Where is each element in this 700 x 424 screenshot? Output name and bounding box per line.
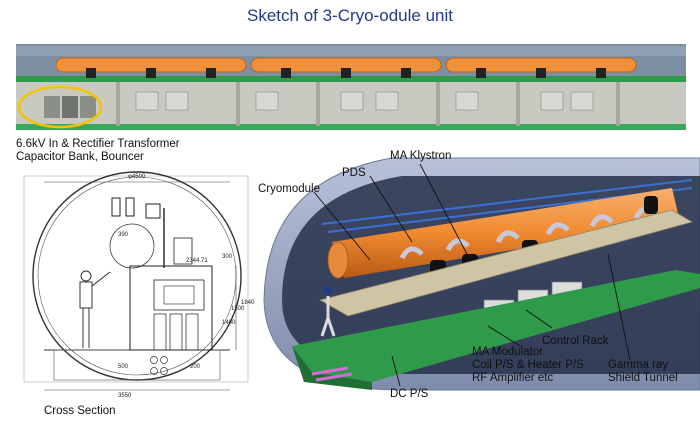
dim-200: 200 — [190, 364, 201, 370]
cryomodule-label: Cryomodule — [258, 183, 320, 195]
tunnel-3d-cutaway — [263, 157, 700, 391]
tunnel-cross-section — [23, 171, 249, 391]
pds-label: PDS — [342, 167, 366, 179]
rf-amplifier-label: RF Amplifier etc — [472, 372, 554, 384]
person-3d — [320, 286, 336, 337]
dim-h1: 1400 — [222, 320, 236, 326]
transformer-highlight-ellipse — [17, 85, 103, 129]
dim-width: 3550 — [118, 393, 132, 399]
dim-300: 300 — [222, 254, 233, 260]
modulator-label: MA Modulator — [472, 346, 543, 358]
control-rack-label: Control Rack — [542, 335, 609, 347]
unit-elevation-view — [16, 44, 686, 130]
callout-lines — [313, 163, 631, 387]
diagram-title: Sketch of 3-Cryo-odule unit — [247, 6, 453, 25]
dim-h3: 1840 — [241, 300, 255, 306]
klystron-label: MA Klystron — [390, 150, 452, 162]
transformer-equipment — [44, 96, 96, 118]
dim-h2: 1500 — [231, 306, 245, 312]
gamma-ray-label: Gamma ray — [608, 359, 669, 371]
dc-ps-label: DC P/S — [390, 388, 429, 400]
shield-tunnel-label: Shield Tunnel — [608, 372, 678, 384]
cross-section-label: Cross Section — [44, 405, 116, 417]
capacitor-label: Capacitor Bank, Bouncer — [16, 151, 144, 163]
dim-390: 390 — [118, 232, 129, 238]
dim-diameter: φ4500 — [128, 174, 146, 180]
transformer-label: 6.6kV In & Rectifier Transformer — [16, 138, 180, 150]
dim-500: 500 — [118, 364, 129, 370]
dim-rack-width: 2344.71 — [186, 258, 208, 264]
person-figure — [79, 270, 111, 348]
coil-heater-ps-label: Coil P/S & Heater P/S — [472, 359, 584, 371]
